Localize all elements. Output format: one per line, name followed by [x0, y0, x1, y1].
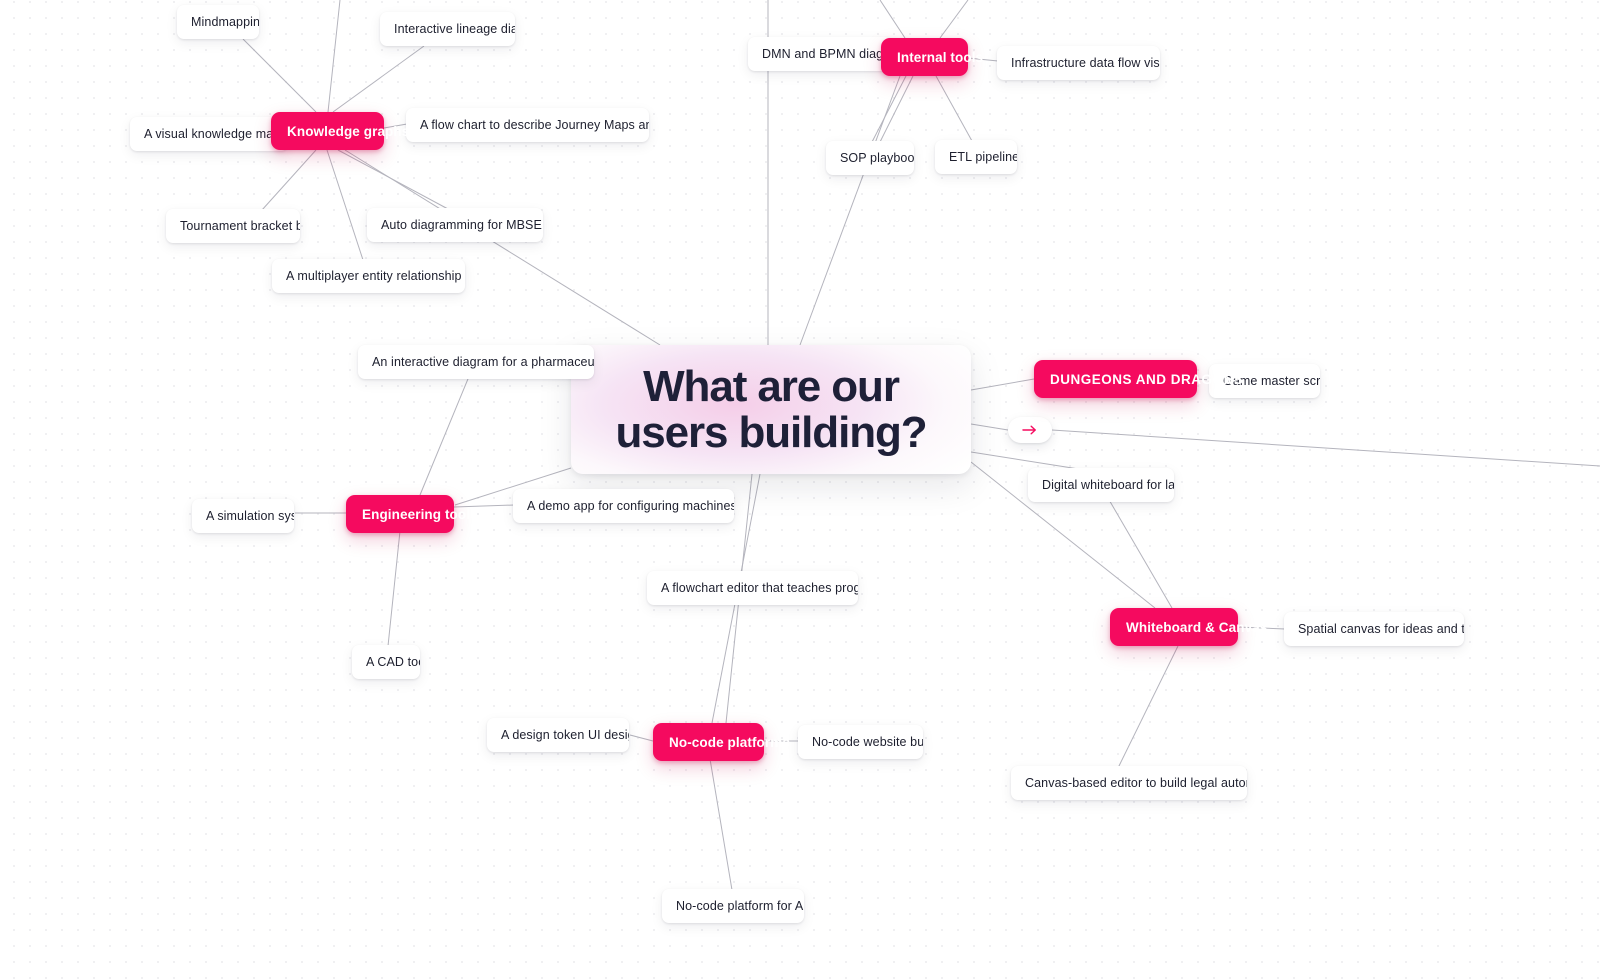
edge-internal-tools-to-etl-pipelines [935, 75, 973, 142]
leaf-node-label: Auto diagramming for MBSE models [381, 218, 543, 232]
leaf-node-etl-pipelines[interactable]: ETL pipelines [935, 140, 1017, 174]
leaf-node-label: Game master screen [1223, 374, 1320, 388]
leaf-node-label: A demo app for configuring machines in a… [527, 499, 734, 513]
leaf-node-digital-whiteboard-law[interactable]: Digital whiteboard for lawyers [1028, 468, 1174, 502]
branch-node-internal-tools[interactable]: Internal tools [881, 38, 983, 76]
leaf-node-label: No-code platform for Arduino [676, 899, 804, 913]
leaf-node-label: A CAD tool [366, 655, 420, 669]
branch-node-label: DUNGEONS AND DRAGONS [1050, 371, 1244, 387]
edge-internal-tools-to-infra-dataflow-viz [967, 57, 999, 62]
edge-internal-tools-to-sop-playbooks [871, 75, 907, 143]
edge-knowledge-graphs-to-center [344, 149, 661, 346]
edge-internal-tools-to-top-edge-1 [879, 0, 906, 39]
leaf-node-label: A multiplayer entity relationship diagra… [286, 269, 465, 283]
expand-arrow-pill[interactable] [1008, 417, 1052, 443]
leaf-node-interactive-lineage[interactable]: Interactive lineage diagram [380, 12, 515, 46]
leaf-node-no-code-website[interactable]: No-code website builder [798, 725, 923, 759]
leaf-node-label: No-code website builder [812, 735, 923, 749]
edge-center-to-whiteboard-canvas [970, 461, 1156, 609]
edge-knowledge-graphs-to-mindmapping [242, 38, 317, 113]
edge-internal-tools-to-top-edge-2 [939, 0, 969, 39]
center-title-line-2: users building? [615, 407, 927, 457]
leaf-node-simulation-system[interactable]: A simulation system [192, 499, 294, 533]
edge-knowledge-graphs-to-multiplayer-erd [326, 149, 365, 264]
edge-whiteboard-canvas-to-canvas-legal-automation [1117, 645, 1179, 769]
leaf-node-label: Canvas-based editor to build legal autom… [1025, 776, 1247, 790]
leaf-node-label: A visual knowledge management [144, 127, 288, 141]
edge-knowledge-graphs-to-tournament-bracket [261, 149, 317, 211]
leaf-node-label: Mindmapping [191, 15, 259, 29]
page-title: What are our users building? [597, 364, 944, 455]
leaf-node-label: An interactive diagram for a pharmaceuti… [372, 355, 594, 369]
leaf-node-auto-diagram-mbse[interactable]: Auto diagramming for MBSE models [367, 208, 543, 242]
leaf-node-sop-playbooks[interactable]: SOP playbooks [826, 141, 914, 175]
edge-center-to-dungeons-dragons [970, 378, 1035, 391]
branch-node-label: Knowledge graphs [287, 123, 410, 139]
branch-node-engineering-tools[interactable]: Engineering tools [346, 495, 478, 533]
leaf-node-label: Spatial canvas for ideas and thoughts [1298, 622, 1464, 636]
leaf-node-multiplayer-erd[interactable]: A multiplayer entity relationship diagra… [272, 259, 465, 293]
leaf-node-label: Digital whiteboard for lawyers [1042, 478, 1174, 492]
leaf-node-cad-tool[interactable]: A CAD tool [352, 645, 420, 679]
leaf-node-flowchart-teaches[interactable]: A flowchart editor that teaches programm… [647, 571, 858, 605]
leaf-node-label: Infrastructure data flow visualizer [1011, 56, 1160, 70]
edge-center-to-engineering-tools [454, 467, 572, 506]
leaf-node-spatial-canvas[interactable]: Spatial canvas for ideas and thoughts [1284, 612, 1464, 646]
leaf-node-mindmapping[interactable]: Mindmapping [177, 5, 259, 39]
edge-knowledge-graphs-to-top-edge [327, 0, 341, 113]
leaf-node-visual-knowledge-mgmt[interactable]: A visual knowledge management [130, 117, 288, 151]
leaf-node-label: ETL pipelines [949, 150, 1017, 164]
edge-knowledge-graphs-to-interactive-lineage [332, 45, 425, 113]
leaf-node-label: SOP playbooks [840, 151, 914, 165]
leaf-node-game-master-screen[interactable]: Game master screen [1209, 364, 1320, 398]
branch-node-label: No-code platforms [669, 734, 790, 750]
leaf-node-infra-dataflow-viz[interactable]: Infrastructure data flow visualizer [997, 46, 1160, 80]
leaf-node-label: Interactive lineage diagram [394, 22, 515, 36]
leaf-node-label: DMN and BPMN diagram editor [762, 47, 893, 61]
leaf-node-label: A design token UI design tool [501, 728, 629, 742]
leaf-node-dmn-bpmn-editor[interactable]: DMN and BPMN diagram editor [748, 37, 893, 71]
center-node-card[interactable]: What are our users building? [571, 345, 971, 474]
edge-no-code-platforms-to-design-token-ui [629, 734, 654, 742]
branch-node-no-code-platforms[interactable]: No-code platforms [653, 723, 790, 761]
center-title-line-1: What are our [643, 362, 900, 412]
edge-knowledge-graphs-to-flow-chart-journey [383, 123, 408, 129]
branch-node-whiteboard-canvas[interactable]: Whiteboard & Canvas [1110, 608, 1267, 646]
leaf-node-canvas-legal-automation[interactable]: Canvas-based editor to build legal autom… [1011, 766, 1247, 800]
leaf-node-flow-chart-journey[interactable]: A flow chart to describe Journey Maps an… [406, 108, 649, 142]
edge-internal-tools-to-sop-playbooks-2 [879, 75, 914, 143]
branch-node-label: Whiteboard & Canvas [1126, 619, 1268, 635]
edge-whiteboard-canvas-to-spatial-canvas [1237, 626, 1286, 630]
edge-no-code-platforms-to-no-code-arduino [709, 758, 733, 891]
leaf-node-demo-app-machines[interactable]: A demo app for configuring machines in a… [513, 489, 734, 523]
edge-engineering-tools-to-cad-tool [387, 530, 401, 647]
branch-node-label: Internal tools [897, 49, 984, 65]
leaf-node-pharma-diagram[interactable]: An interactive diagram for a pharmaceuti… [358, 345, 594, 379]
leaf-node-design-token-ui[interactable]: A design token UI design tool [487, 718, 629, 752]
edge-digital-whiteboard-law-to-whiteboard-canvas [1100, 485, 1173, 609]
edge-dungeons-dragons-to-game-master-screen [1196, 378, 1211, 381]
edge-internal-tools-to-center [799, 75, 901, 346]
edge-engineering-tools-to-pharma-diagram [419, 373, 471, 496]
branch-node-knowledge-graphs[interactable]: Knowledge graphs [271, 112, 409, 150]
arrow-right-icon [1022, 424, 1038, 436]
branch-node-label: Engineering tools [362, 506, 478, 522]
leaf-node-label: A flowchart editor that teaches programm… [661, 581, 858, 595]
leaf-node-no-code-arduino[interactable]: No-code platform for Arduino [662, 889, 804, 923]
edge-center-to-digital-whiteboard-law [970, 451, 1086, 471]
leaf-node-label: Tournament bracket builder [180, 219, 300, 233]
edge-engineering-tools-to-demo-app-machines [453, 504, 515, 508]
leaf-node-label: A flow chart to describe Journey Maps an… [420, 118, 649, 132]
branch-node-dungeons-dragons[interactable]: DUNGEONS AND DRAGONS [1034, 360, 1243, 398]
leaf-node-label: A simulation system [206, 509, 294, 523]
leaf-node-tournament-bracket[interactable]: Tournament bracket builder [166, 209, 300, 243]
edge-arrow-pill-to-right-edge [1051, 429, 1600, 467]
edge-arrow-pill-to-center [970, 423, 1009, 431]
